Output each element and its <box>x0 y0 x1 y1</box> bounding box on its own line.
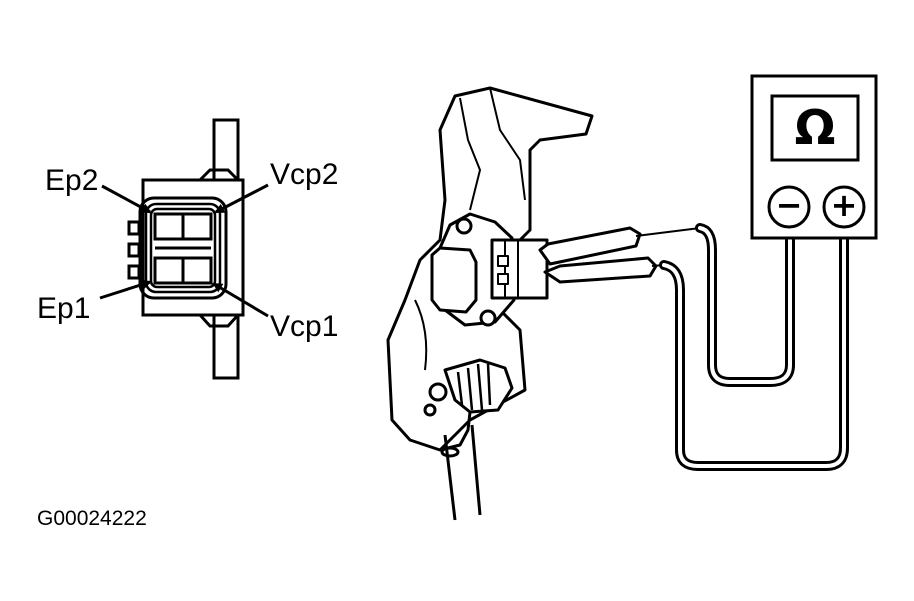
positive-terminal-label: + <box>830 186 858 224</box>
sensor-assembly <box>386 86 594 521</box>
label-ep1: Ep1 <box>37 292 91 325</box>
test-leads-inner <box>662 226 846 468</box>
label-vcp1: Vcp1 <box>270 310 339 343</box>
positive-terminal <box>822 185 866 229</box>
ohmmeter-display <box>770 94 860 162</box>
ohmmeter <box>750 74 878 240</box>
negative-terminal <box>767 185 811 229</box>
test-probes <box>538 226 701 284</box>
ohm-symbol: Ω <box>794 100 836 156</box>
label-arrows <box>99 183 269 318</box>
label-vcp2: Vcp2 <box>270 158 339 191</box>
negative-terminal-label: − <box>775 186 803 224</box>
label-ep2: Ep2 <box>45 164 99 197</box>
figure-code: G00024222 <box>37 507 147 530</box>
test-leads <box>659 223 849 471</box>
connector-front-view <box>127 118 245 380</box>
